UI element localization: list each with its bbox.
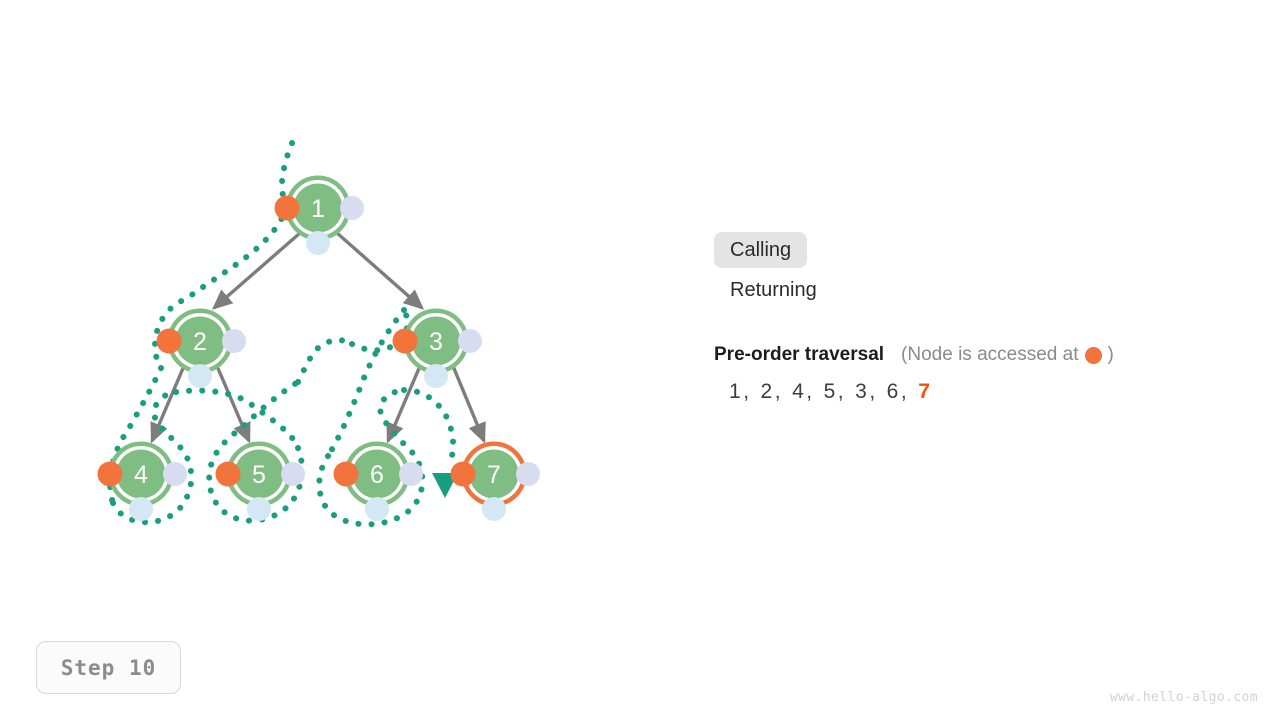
node-1-slot-bottom: [306, 231, 330, 255]
traversal-sequence-item: 7: [918, 380, 931, 403]
node-5-access-dot: [215, 461, 241, 487]
node-6-slot-right: [399, 462, 423, 486]
node-6-body: [352, 449, 402, 499]
node-7-slot-right: [516, 462, 540, 486]
node-5-slot-bottom: [247, 497, 271, 521]
node-7-slot-bottom: [482, 497, 506, 521]
node-3-slot-right: [458, 329, 482, 353]
node-4-label: 4: [134, 461, 148, 489]
info-panel: Calling Returning Pre-order traversal (N…: [714, 232, 1254, 404]
edge-3-7: [451, 365, 486, 444]
path-root-to-2: [152, 204, 290, 371]
tree-node-1[interactable]: 1: [274, 175, 365, 255]
traversal-sequence-item: 2: [760, 380, 773, 403]
node-6-access-dot: [333, 461, 359, 487]
node-7-access-dot: [450, 461, 476, 487]
node-6-label: 6: [370, 461, 384, 489]
node-3-label: 3: [429, 328, 443, 356]
node-1-access-dot: [274, 195, 300, 221]
traversal-sequence-item: 3: [855, 380, 868, 403]
node-7-body: [469, 449, 519, 499]
node-4-slot-right: [163, 462, 187, 486]
edge-1-2: [211, 231, 302, 310]
traversal-sequence-item: 1: [729, 380, 742, 403]
traversal-sequence-item: 6: [886, 380, 899, 403]
node-7-label: 7: [487, 461, 501, 489]
node-4-access-dot: [97, 461, 123, 487]
tree-node-2[interactable]: 2: [156, 308, 247, 388]
traversal-sequence-separator: ,: [806, 380, 813, 403]
traversal-title: Pre-order traversal: [714, 344, 885, 365]
node-2-body: [175, 316, 225, 366]
current-node-pointer-icon: [432, 473, 458, 498]
traversal-sequence-separator: ,: [869, 380, 876, 403]
path-5-to-root-bottom: [295, 337, 355, 385]
tree-node-7[interactable]: 7: [450, 441, 541, 521]
node-1-slot-right: [340, 196, 364, 220]
traversal-note-open: (Node is accessed at: [901, 344, 1079, 365]
node-1-label: 1: [311, 195, 325, 223]
tree-node-5[interactable]: 5: [215, 441, 306, 521]
recursion-path-trace: [107, 140, 457, 528]
node-4-slot-bottom: [129, 497, 153, 521]
node-2-access-dot: [156, 328, 182, 354]
edge-1-3: [335, 231, 425, 310]
traversal-sequence-separator: ,: [774, 380, 782, 403]
step-counter-badge: Step 10: [36, 641, 181, 694]
traversal-sequence-separator: ,: [900, 380, 908, 403]
path-3-to-6: [325, 307, 407, 459]
traversal-sequence-separator: ,: [743, 380, 750, 403]
legend-calling-badge[interactable]: Calling: [714, 232, 808, 268]
tree-node-6[interactable]: 6: [333, 441, 424, 521]
path-enter-root: [279, 140, 295, 210]
traversal-sequence-separator: ,: [837, 380, 845, 403]
traversal-sequence-item: 5: [823, 380, 836, 403]
node-5-label: 5: [252, 461, 266, 489]
node-2-slot-bottom: [188, 364, 212, 388]
node-5-body: [234, 449, 284, 499]
path-around-5: [206, 379, 305, 524]
path-4-to-5: [173, 387, 301, 451]
edge-2-4: [150, 365, 186, 444]
tree-node-4[interactable]: 4: [97, 441, 188, 521]
legend-returning-badge[interactable]: Returning: [730, 279, 817, 301]
path-6-to-7: [401, 387, 457, 465]
site-watermark: www.hello-algo.com: [1109, 690, 1258, 705]
traversal-sequence: 1,2,4,5,3,6,7: [729, 380, 1254, 404]
node-3-body: [411, 316, 461, 366]
access-marker-icon: [1085, 346, 1103, 364]
step-counter-label: Step 10: [60, 655, 157, 680]
call-state-legend: Calling Returning: [714, 232, 1254, 308]
path-around-6: [316, 387, 426, 528]
traversal-sequence-item: 4: [792, 380, 805, 403]
tree-node-3[interactable]: 3: [392, 308, 483, 388]
node-2-slot-right: [222, 329, 246, 353]
binary-tree-diagram: 1 2 3 4: [97, 140, 541, 528]
traversal-header: Pre-order traversal (Node is accessed at…: [714, 344, 1254, 366]
node-3-slot-bottom: [424, 364, 448, 388]
node-5-slot-right: [281, 462, 305, 486]
tree-edges: [150, 231, 486, 444]
edge-3-6: [386, 365, 422, 444]
node-4-body: [116, 449, 166, 499]
node-3-access-dot: [392, 328, 418, 354]
traversal-section: Pre-order traversal (Node is accessed at…: [714, 344, 1254, 404]
edge-2-5: [215, 365, 251, 444]
node-6-slot-bottom: [365, 497, 389, 521]
node-1-body: [293, 183, 343, 233]
traversal-note-close: ): [1107, 344, 1114, 365]
node-2-label: 2: [193, 328, 207, 356]
